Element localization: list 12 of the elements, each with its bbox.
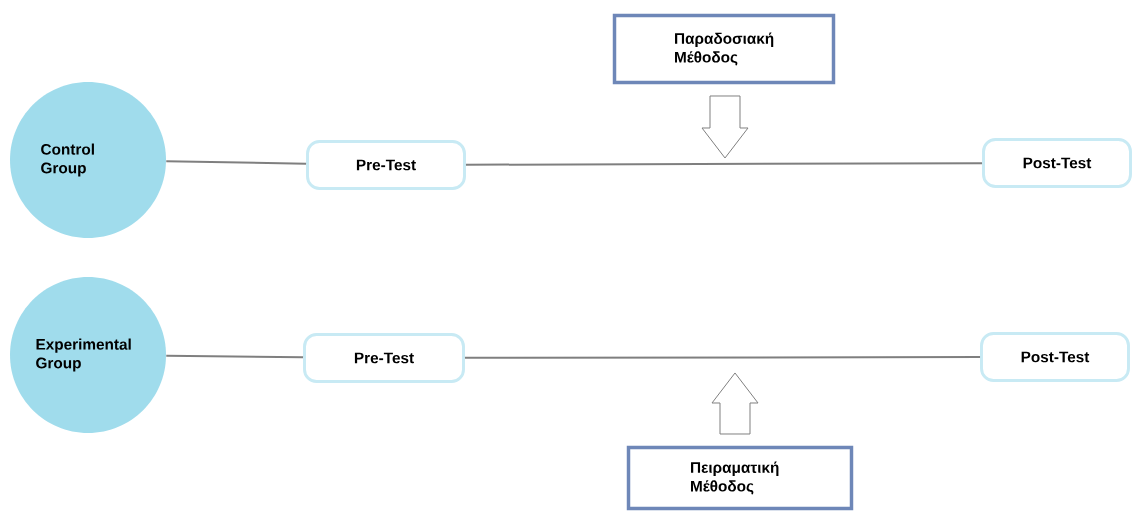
connector-line [463, 356, 982, 359]
connector-line [165, 354, 305, 359]
test-box: Post-Test [980, 332, 1130, 382]
block-arrow [701, 95, 749, 159]
block-arrow [711, 372, 759, 435]
test-box: Pre-Test [303, 333, 465, 383]
connector-line [464, 162, 984, 166]
test-box: Post-Test [982, 138, 1132, 188]
method-box: Παραδοσιακή Μέθοδος [612, 13, 836, 85]
connector-line [165, 160, 308, 165]
method-box: Πειραματική Μέθοδος [626, 445, 854, 511]
test-box: Pre-Test [306, 140, 466, 190]
